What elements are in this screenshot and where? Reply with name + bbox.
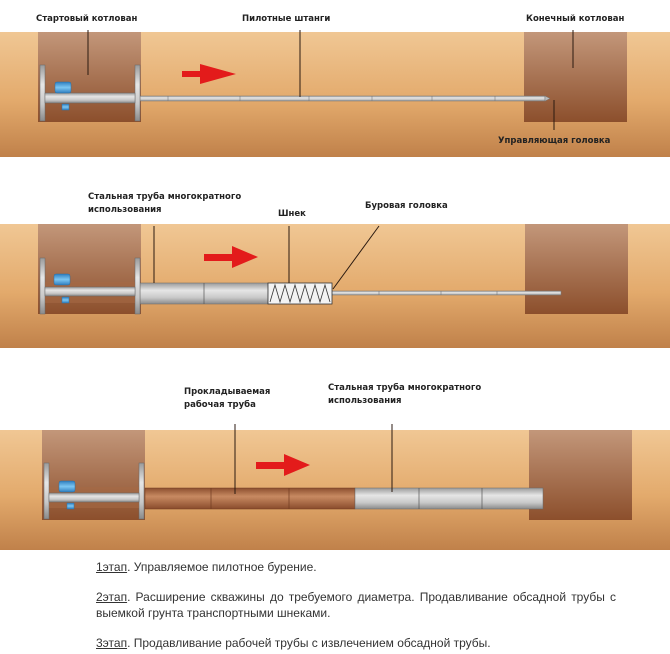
direction-arrow — [256, 454, 310, 476]
jacking-machine — [39, 64, 141, 122]
control-head — [544, 95, 551, 102]
step-2-caption: 2этап. Расширение скважины до требуемого… — [96, 589, 616, 621]
label-auger: Шнек — [278, 209, 306, 219]
direction-arrow — [182, 64, 236, 84]
pilot-rods — [139, 95, 551, 102]
step-1-text: . Управляемое пилотное бурение. — [127, 560, 317, 574]
step-2-stage-link[interactable]: 2этап — [96, 590, 128, 604]
step-1-caption: 1этап. Управляемое пилотное бурение. — [96, 559, 616, 575]
label-control-head: Управляющая головка — [498, 136, 611, 146]
panel-stage-1: Стартовый котлован Пилотные штанги Конеч… — [0, 14, 670, 157]
jacking-machine — [39, 257, 141, 315]
label-start-pit: Стартовый котлован — [36, 14, 137, 24]
label-work-pipe-line2: рабочая труба — [184, 399, 256, 410]
label-pilot-rods: Пилотные штанги — [242, 14, 330, 24]
label-steel-pipe-line2: использования — [328, 396, 402, 406]
step-3-stage-link[interactable]: 3этап — [96, 636, 128, 650]
panel-stage-3: Прокладываемая рабочая труба Стальная тр… — [0, 382, 670, 550]
motor-block — [58, 480, 76, 493]
diagram-canvas: Стартовый котлован Пилотные штанги Конеч… — [0, 14, 670, 550]
label-steel-pipe-line1: Стальная труба многократного — [88, 191, 241, 202]
step-3-caption: 3этап. Продавливание рабочей трубы с изв… — [96, 635, 616, 651]
label-steel-pipe-line1: Стальная труба многократного — [328, 382, 481, 393]
work-pipe — [144, 487, 356, 510]
pilot-rods — [331, 290, 562, 296]
step-3-text: . Продавливание рабочей трубы с извлечен… — [127, 636, 491, 650]
motor-block — [54, 81, 72, 94]
auger — [267, 282, 333, 305]
panel-stage-2: Стальная труба многократного использован… — [0, 191, 670, 348]
jacking-machine — [43, 462, 145, 520]
steel-casing-pipe — [354, 487, 544, 510]
end-pit — [525, 224, 628, 314]
steel-casing-pipe — [139, 282, 269, 305]
end-pit — [529, 430, 632, 520]
leader-line — [332, 225, 380, 290]
start-pit — [38, 32, 141, 122]
step-2-text: . Расширение скважины до требуемого диам… — [96, 590, 616, 620]
direction-arrow — [204, 246, 258, 268]
step-1-stage-link[interactable]: 1этап — [96, 560, 128, 574]
label-drill-head: Буровая головка — [365, 201, 448, 211]
label-work-pipe-line1: Прокладываемая — [184, 387, 270, 397]
label-steel-pipe-line2: использования — [88, 205, 162, 215]
label-end-pit: Конечный котлован — [526, 14, 624, 24]
motor-block — [53, 273, 71, 286]
end-pit — [524, 32, 627, 122]
